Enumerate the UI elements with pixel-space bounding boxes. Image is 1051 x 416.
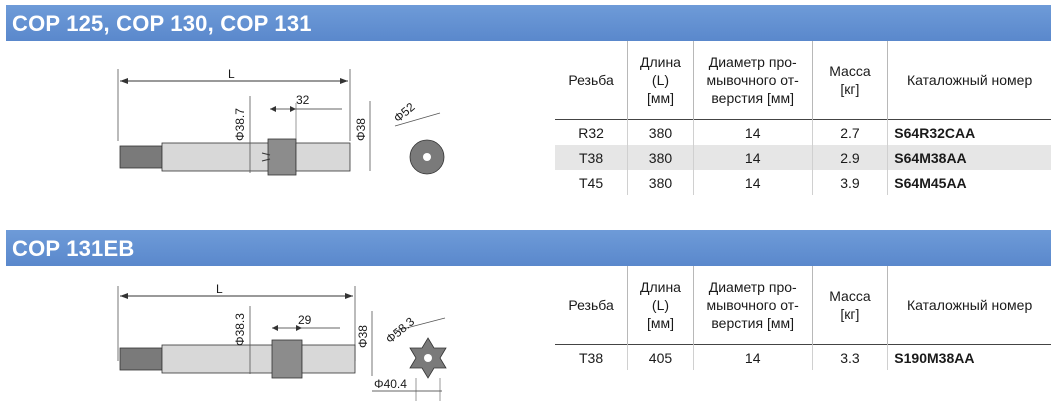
table-row: R32 380 14 2.7 S64R32CAA [555, 119, 1051, 145]
length-label: L [216, 282, 223, 296]
diameter-d-label: Φ52 [391, 100, 418, 126]
header-flush-diameter: Диаметр про- мывочного от- верстия [мм] [692, 266, 813, 345]
flush-cell: 14 [692, 170, 813, 195]
catalog-cell: S190M38AA [887, 344, 1051, 370]
spline-length-label: 29 [298, 313, 312, 327]
thread-cell: T38 [555, 145, 628, 170]
mass-cell: 2.9 [811, 145, 888, 170]
catalog-cell: S64R32CAA [887, 119, 1051, 145]
header-mass: Масса [кг] [811, 41, 888, 120]
diameter-e-label: Φ40.4 [374, 377, 407, 391]
length-cell: 405 [627, 344, 694, 370]
header-length: Длина (L) [мм] [627, 41, 694, 120]
section-title: COP 131EB [6, 230, 1051, 266]
spline-length-label: 32 [296, 93, 310, 107]
header-catalog-number: Каталожный номер [887, 266, 1051, 345]
section-cop-131eb: COP 131EB L Φ38.3 29 Φ38 Φ58.3 Φ40.4 [0, 225, 1051, 415]
diameter-c-label: Φ38 [354, 118, 368, 141]
length-cell: 380 [627, 119, 694, 145]
header-length: Длина (L) [мм] [627, 266, 694, 345]
header-catalog-number: Каталожный номер [887, 41, 1051, 120]
table-row: T38 405 14 3.3 S190M38AA [555, 344, 1051, 370]
shank-adapter-drawing-1: L Φ38.7 32 Φ38 Φ52 [117, 67, 445, 176]
section-cop-125-130-131: COP 125, COP 130, COP 131 L Φ38.7 32 Φ38… [6, 5, 1051, 195]
flush-cell: 14 [692, 119, 813, 145]
diameter-a-label: Φ38.3 [233, 313, 247, 346]
mass-cell: 3.9 [811, 170, 888, 195]
diameter-c-label: Φ38 [356, 325, 370, 348]
header-flush-diameter: Диаметр про- мывочного от- верстия [мм] [692, 41, 813, 120]
catalog-cell: S64M45AA [887, 170, 1051, 195]
table-row: T38 380 14 2.9 S64M38AA [555, 145, 1051, 170]
diameter-d-label: Φ58.3 [383, 314, 417, 346]
length-cell: 380 [627, 170, 694, 195]
mass-cell: 3.3 [811, 344, 888, 370]
table-row: T45 380 14 3.9 S64M45AA [555, 170, 1051, 195]
thread-cell: R32 [578, 124, 604, 141]
mass-cell: 2.7 [811, 119, 888, 145]
shank-adapter-drawing-2: L Φ38.3 29 Φ38 Φ58.3 Φ40.4 [117, 282, 447, 401]
header-thread: Резьба [568, 297, 614, 313]
length-label: L [228, 67, 235, 81]
spec-table-2: Резьба Длина (L) [мм] Диаметр про- мывоч… [555, 266, 1051, 370]
spec-table-1: Резьба Длина (L) [мм] Диаметр про- мывоч… [555, 41, 1051, 195]
length-cell: 380 [627, 145, 694, 170]
header-thread: Резьба [568, 72, 614, 88]
section-title: COP 125, COP 130, COP 131 [6, 5, 1051, 41]
thread-cell: T45 [578, 174, 604, 191]
flush-cell: 14 [692, 145, 813, 170]
diameter-a-label: Φ38.7 [233, 108, 247, 141]
thread-cell: T38 [578, 349, 604, 366]
header-mass: Масса [кг] [811, 266, 888, 345]
catalog-cell: S64M38AA [887, 145, 1051, 170]
flush-cell: 14 [692, 344, 813, 370]
